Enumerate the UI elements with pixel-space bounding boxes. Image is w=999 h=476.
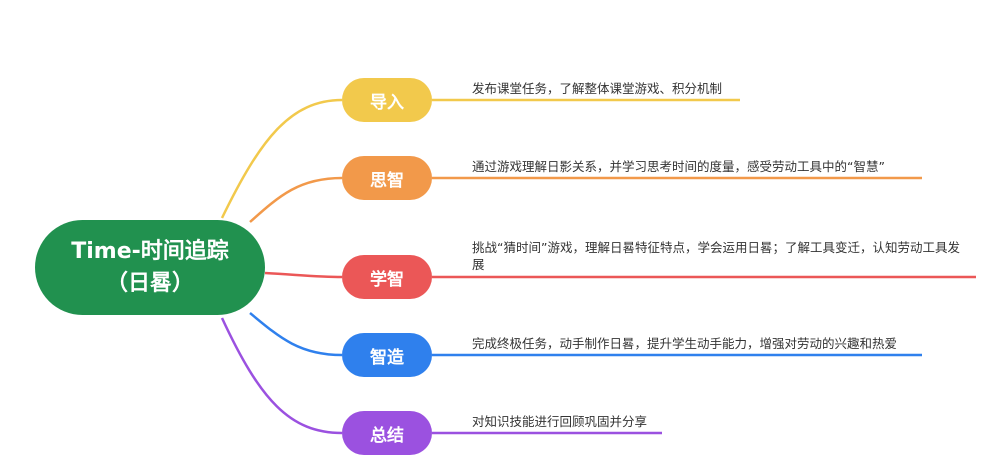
- root-node[interactable]: Time-时间追踪 （日晷）: [35, 220, 265, 315]
- node-daoru[interactable]: 导入: [342, 78, 432, 122]
- link-xuezhi: [264, 271, 976, 279]
- node-zongjie[interactable]: 总结: [342, 411, 432, 455]
- desc-sizhi[interactable]: 通过游戏理解日影关系，并学习思考时间的度量，感受劳动工具中的“智慧”: [472, 159, 885, 174]
- node-sizhi[interactable]: 思智: [342, 156, 432, 200]
- link-zhizao: [249, 312, 922, 357]
- node-xuezhi[interactable]: 学智: [342, 255, 432, 299]
- root-title: Time-时间追踪: [71, 238, 229, 264]
- desc-daoru[interactable]: 发布课堂任务，了解整体课堂游戏、积分机制: [472, 81, 723, 96]
- node-zhizao[interactable]: 智造: [342, 333, 432, 377]
- link-zongjie: [220, 317, 662, 435]
- link-daoru: [220, 98, 740, 219]
- link-sizhi: [249, 176, 922, 223]
- desc-zhizao[interactable]: 完成终极任务，动手制作日晷，提升学生动手能力，增强对劳动的兴趣和热爱: [472, 336, 898, 351]
- root-subtitle: （日晷）: [105, 270, 194, 296]
- desc-xuezhi[interactable]: 挑战“猜时间”游戏，理解日晷特征特点，学会运用日晷；了解工具变迁，认知劳动工具发…: [472, 240, 960, 272]
- desc-zongjie[interactable]: 对知识技能进行回顾巩固并分享: [472, 414, 648, 429]
